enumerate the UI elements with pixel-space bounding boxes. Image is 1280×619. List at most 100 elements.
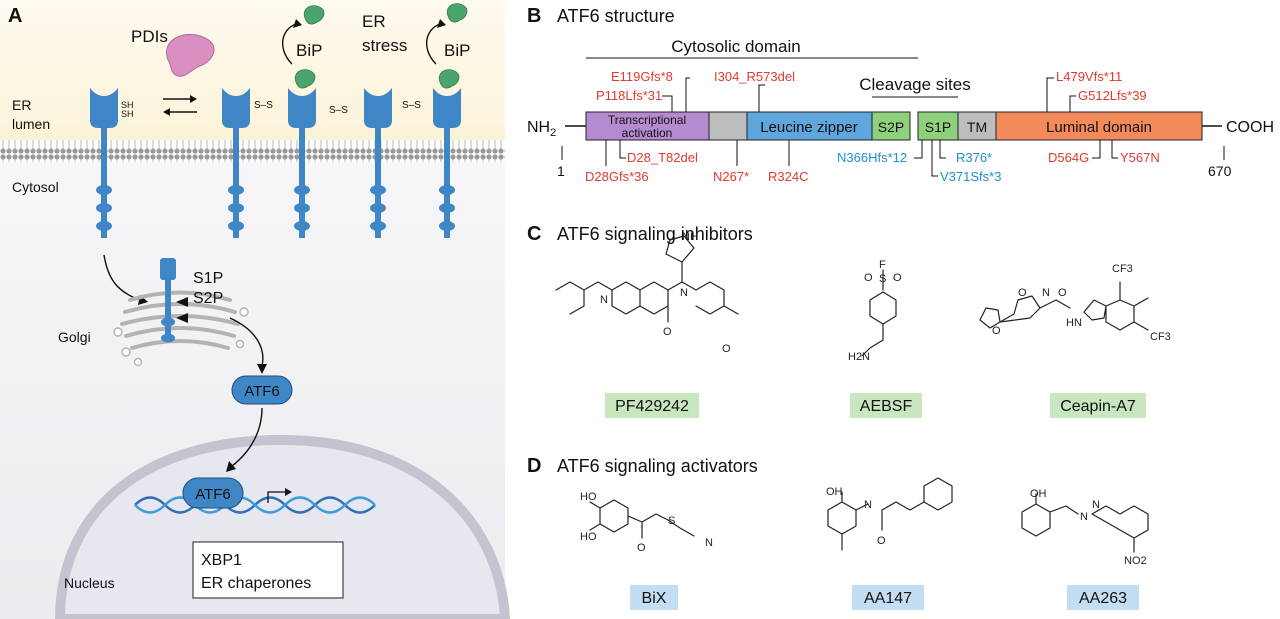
svg-text:N: N: [1042, 287, 1050, 299]
svg-text:O: O: [992, 325, 1001, 337]
svg-text:S: S: [668, 515, 675, 527]
mutation-n366hfs12: N366Hfs*12: [837, 150, 907, 165]
structure-ceapin-a7: O N O HN O CF3 CF3: [979, 263, 1171, 343]
svg-text:N: N: [680, 287, 688, 299]
svg-text:O: O: [864, 272, 873, 284]
mutation-y567n: Y567N: [1120, 150, 1160, 165]
golgi-apparatus: [120, 290, 240, 350]
equilibrium-arrows: [163, 95, 197, 116]
compound-label-bg-pf429242: [605, 393, 699, 418]
panel-d-title: ATF6 signaling activators: [557, 456, 758, 476]
svg-text:O: O: [1058, 287, 1067, 299]
atf6-dna-bound: [182, 477, 244, 509]
svg-text:O: O: [893, 272, 902, 284]
svg-text:NH: NH: [682, 231, 698, 243]
domain-luminal: [995, 111, 1203, 141]
mutation-d564g: D564G: [1048, 150, 1089, 165]
target-gene-chaperones: ER chaperones: [201, 575, 311, 592]
domain-luminal-label: Luminal domain: [1046, 119, 1152, 136]
disulfide-label-2: S–S: [329, 105, 348, 116]
disulfide-label-1: S–S: [254, 100, 273, 111]
panel-b-letter: B: [527, 5, 541, 27]
golgi-label: Golgi: [58, 329, 91, 345]
compound-label-bg-aa147: [852, 585, 924, 610]
atf6-free-protein: [231, 375, 293, 405]
bip-label-2: BiP: [444, 41, 470, 60]
nucleus-label: Nucleus: [64, 575, 115, 591]
compound-ceapin-a7: Ceapin-A7: [1060, 398, 1136, 415]
domain-ta-label-2: activation: [622, 126, 673, 140]
svg-text:O: O: [1018, 287, 1027, 299]
compound-label-bg-ceapin-a7: [1050, 393, 1146, 418]
er-membrane: [0, 140, 505, 162]
mutation-r376: R376*: [956, 150, 992, 165]
svg-text:N: N: [1080, 511, 1088, 523]
cytosolic-domain-label: Cytosolic domain: [671, 37, 800, 56]
domain-tm: [957, 111, 997, 141]
mutation-e119gfs8: E119Gfs*8: [611, 69, 673, 84]
svg-text:OH: OH: [1030, 488, 1047, 500]
er-lumen-region: [0, 0, 505, 140]
er-stress-label-2: stress: [362, 36, 407, 55]
panel-a: A PDIs SH SH ER lumen Cytosol: [0, 0, 511, 619]
mutation-v371sfs3: V371Sfs*3: [940, 169, 1001, 184]
domain-ta-label-1: Transcriptional: [608, 113, 686, 127]
mutation-n267: N267*: [713, 169, 749, 184]
svg-text:F: F: [879, 259, 886, 271]
panel-b-title: ATF6 structure: [557, 6, 675, 26]
panel-d: D ATF6 signaling activators HO HO O S N …: [527, 455, 1149, 610]
mutation-d28gfs36: D28Gfs*36: [585, 169, 649, 184]
svg-text:N: N: [705, 537, 713, 549]
svg-text:H2N: H2N: [848, 351, 870, 363]
panel-c-letter: C: [527, 223, 541, 245]
svg-text:HO: HO: [580, 531, 597, 543]
target-gene-xbp1: XBP1: [201, 552, 242, 569]
atf6-free-label: ATF6: [244, 383, 280, 400]
panel-b: B ATF6 structure Cytosolic domain Cleava…: [527, 5, 1274, 184]
compound-bix: BiX: [642, 590, 667, 607]
nh2-label: NH2: [527, 119, 556, 139]
mutation-r324c: R324C: [768, 169, 808, 184]
svg-text:O: O: [637, 542, 646, 554]
svg-text:CF3: CF3: [1112, 263, 1133, 275]
panel-c: C ATF6 signaling inhibitors N O NH N O F…: [527, 223, 1171, 418]
mutation-g512lfs39: G512Lfs*39: [1078, 88, 1147, 103]
sh-label-2: SH: [121, 109, 134, 119]
structure-bix: HO HO O S N: [580, 491, 713, 554]
mutation-p118lfs31: P118Lfs*31: [596, 88, 662, 103]
structure-aa147: OH N O: [826, 477, 953, 551]
golgi-atf6: [160, 258, 176, 343]
domain-lz-label: Leucine zipper: [760, 119, 858, 136]
svg-text:O: O: [663, 326, 672, 338]
compound-label-bg-bix: [630, 585, 678, 610]
svg-text:N: N: [864, 499, 872, 511]
er-stress-label-1: ER: [362, 12, 386, 31]
cytosol-label: Cytosol: [12, 179, 59, 195]
panel-a-letter: A: [8, 5, 22, 27]
svg-text:N: N: [600, 294, 608, 306]
svg-text:NO2: NO2: [1124, 555, 1147, 567]
dna-helix: [134, 496, 376, 514]
svg-text:OH: OH: [826, 486, 843, 498]
domain-s1p-label: S1P: [925, 119, 951, 135]
mutation-l479vfs11: L479Vfs*11: [1056, 69, 1122, 84]
structure-aa263: OH N N NO2: [1021, 488, 1149, 567]
svg-text:S: S: [879, 273, 886, 285]
panel-c-title: ATF6 signaling inhibitors: [557, 224, 753, 244]
atf6-dna-label: ATF6: [195, 486, 231, 503]
s2p-cleavage-marker: [176, 313, 188, 323]
atf6-receptor-reduced: [90, 88, 118, 238]
compound-aebsf: AEBSF: [860, 398, 913, 415]
domain-s1p: [917, 111, 959, 141]
domain-s2p: [871, 111, 911, 141]
domain-linker: [708, 111, 748, 141]
compound-label-bg-aa263: [1067, 585, 1139, 610]
s1p-cleavage-marker: [176, 297, 188, 307]
transcription-start-arrow: [267, 491, 285, 503]
mutation-i304-r573del: I304_R573del: [714, 69, 795, 84]
domain-s2p-label: S2P: [878, 119, 904, 135]
svg-text:N: N: [1092, 499, 1100, 511]
svg-text:O: O: [722, 343, 731, 355]
s1p-label: S1P: [193, 270, 223, 287]
